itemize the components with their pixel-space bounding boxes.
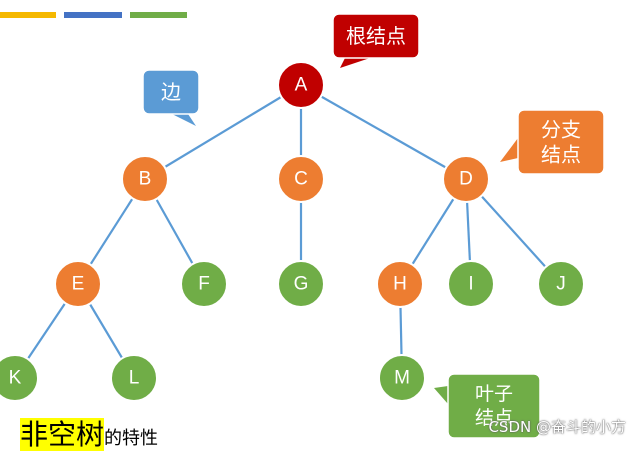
node-b-label: B xyxy=(139,169,152,190)
node-l-circle xyxy=(110,354,158,402)
node-g-circle xyxy=(277,260,325,308)
node-d-label: D xyxy=(459,169,473,190)
callout-leaf-text: 叶子 xyxy=(475,383,513,405)
node-l-label: L xyxy=(129,368,140,389)
node-m: M xyxy=(378,354,426,402)
edge-A-D xyxy=(300,84,467,180)
node-k-circle xyxy=(0,354,39,402)
node-a-label: A xyxy=(295,75,308,96)
accent-bar-green xyxy=(130,12,187,18)
callout-leaf-tail xyxy=(434,386,448,404)
node-h-label: H xyxy=(393,274,407,295)
accent-bar-yellow xyxy=(0,12,56,18)
node-i-label: I xyxy=(468,274,473,295)
callout-root-tail xyxy=(340,58,370,68)
node-h: H xyxy=(376,260,424,308)
node-f-label: F xyxy=(198,274,210,295)
callout-edge: 边 xyxy=(142,69,200,126)
callout-branch-tail xyxy=(500,138,518,162)
callout-edge-box xyxy=(142,69,200,115)
callout-root-box xyxy=(332,13,420,59)
node-k-label: K xyxy=(9,368,22,389)
node-d: D xyxy=(442,155,490,203)
node-h-circle xyxy=(376,260,424,308)
caption-rest: 的特性 xyxy=(104,428,159,449)
node-c: C xyxy=(277,155,325,203)
node-m-label: M xyxy=(394,368,410,389)
tree-nodes: A B C D E F G H I J K L M xyxy=(0,61,585,402)
node-b-circle xyxy=(121,155,169,203)
caption: 非空树的特性 xyxy=(20,413,158,453)
node-a-circle xyxy=(277,61,325,109)
node-e-circle xyxy=(54,260,102,308)
callout-branch-text: 结点 xyxy=(541,143,581,167)
node-e: E xyxy=(54,260,102,308)
node-i-circle xyxy=(447,260,495,308)
callout-edge-text: 边 xyxy=(161,80,181,104)
watermark: CSDN @奋斗的小方 xyxy=(488,418,626,436)
node-f-circle xyxy=(180,260,228,308)
accent-bar-blue xyxy=(64,12,122,18)
node-f: F xyxy=(180,260,228,308)
callout-branch-text: 分支 xyxy=(541,118,581,142)
callout-root-text: 根结点 xyxy=(346,24,406,48)
node-j-circle xyxy=(537,260,585,308)
callout-edge-tail xyxy=(172,114,196,126)
callout-leaf-text: 结点 xyxy=(475,407,513,429)
node-a: A xyxy=(277,61,325,109)
node-g-label: G xyxy=(294,274,309,295)
tree-edges xyxy=(14,84,562,379)
node-i: I xyxy=(447,260,495,308)
callout-root: 根结点 xyxy=(332,13,420,68)
node-k: K xyxy=(0,354,39,402)
node-g: G xyxy=(277,260,325,308)
node-d-circle xyxy=(442,155,490,203)
callout-leaf-box xyxy=(447,373,541,439)
node-e-label: E xyxy=(72,274,85,295)
node-b: B xyxy=(121,155,169,203)
edge-A-B xyxy=(144,84,302,180)
caption-highlight: 非空树 xyxy=(20,418,105,451)
callout-branch-box xyxy=(517,109,605,175)
node-m-circle xyxy=(378,354,426,402)
node-l: L xyxy=(110,354,158,402)
node-j-label: J xyxy=(556,274,566,295)
node-c-label: C xyxy=(294,169,308,190)
node-j: J xyxy=(537,260,585,308)
node-c-circle xyxy=(277,155,325,203)
